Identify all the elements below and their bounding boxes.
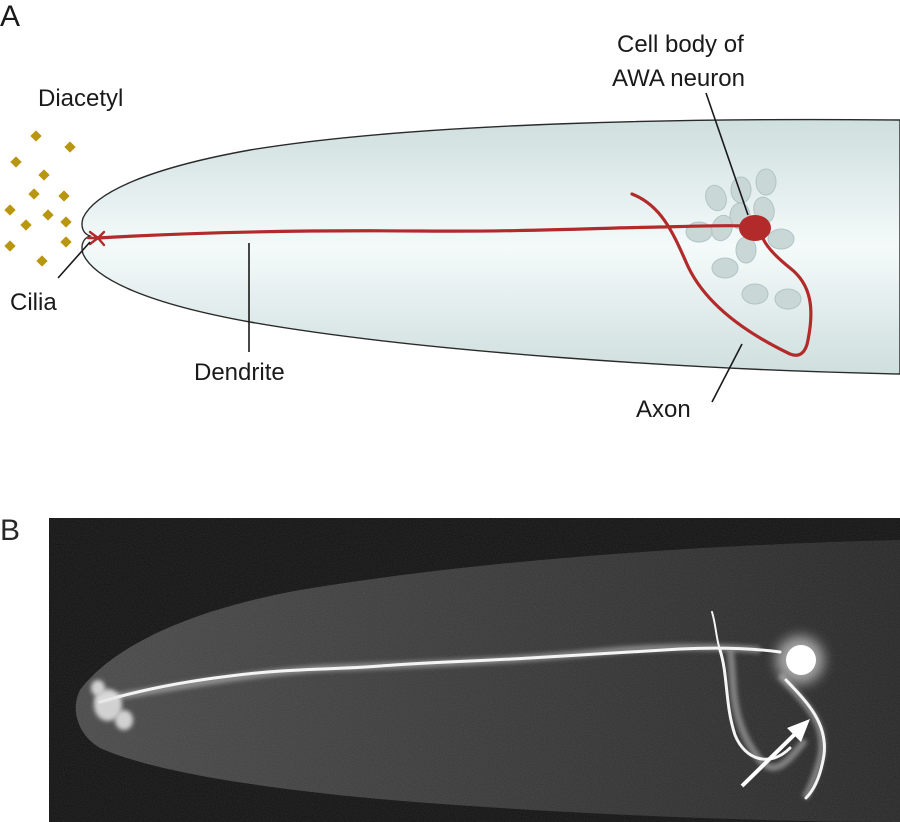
cell-body-leader xyxy=(705,92,749,216)
cilia-tip xyxy=(86,230,106,247)
micrograph-cell-body xyxy=(786,645,816,675)
cell-body xyxy=(739,215,771,241)
micrograph-branch xyxy=(711,611,721,651)
fluorescence-micrograph xyxy=(49,518,900,822)
panel-b-letter: B xyxy=(0,514,20,547)
micrograph-axon-right xyxy=(784,678,826,800)
diacetyl-molecules xyxy=(4,130,76,267)
cell-body-label-line2: AWA neuron xyxy=(612,65,745,92)
panel-a-letter: A xyxy=(0,0,20,33)
micrograph-noise xyxy=(49,518,900,822)
cilia-leader xyxy=(57,241,91,279)
diacetyl-label: Diacetyl xyxy=(38,85,123,112)
panel-b: B xyxy=(0,514,900,822)
worm-body xyxy=(81,118,900,375)
axon-label: Axon xyxy=(636,396,691,423)
axon-process xyxy=(630,192,813,357)
dendrite-process xyxy=(96,223,747,240)
cilia-label: Cilia xyxy=(10,289,57,316)
micrograph-cilia-cluster xyxy=(91,680,133,730)
axon-arrow xyxy=(740,719,810,788)
leader-lines xyxy=(57,92,749,403)
awa-neuron xyxy=(86,192,813,357)
dendrite-label: Dendrite xyxy=(194,359,285,386)
micrograph-dendrite xyxy=(98,646,782,704)
panel-a: A xyxy=(0,0,900,423)
axon-leader xyxy=(711,343,743,403)
cell-body-label-line1: Cell body of xyxy=(617,31,744,58)
